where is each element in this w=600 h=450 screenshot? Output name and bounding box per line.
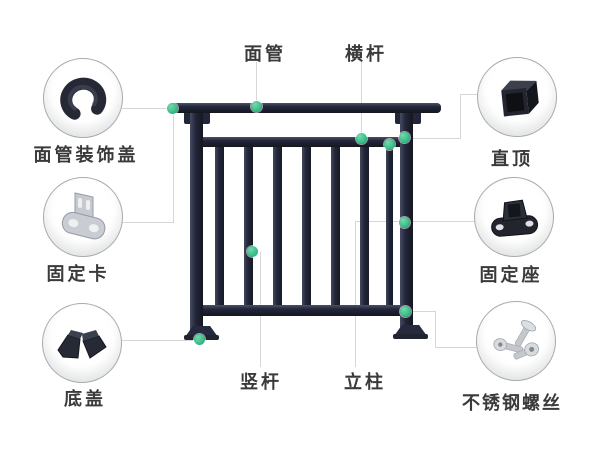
callout-label: 直顶 bbox=[491, 149, 533, 169]
cross-bar bbox=[199, 137, 407, 147]
top-rail bbox=[168, 103, 441, 113]
callout-line bbox=[408, 138, 460, 139]
connector-dot bbox=[400, 306, 411, 317]
callout-label: 固定卡 bbox=[46, 264, 110, 284]
left-post bbox=[190, 112, 203, 333]
connector-dot bbox=[384, 139, 395, 150]
callout-circle-rail-end-cap bbox=[43, 58, 123, 138]
callout-circle-fixing-seat bbox=[474, 177, 554, 257]
label-cross-bar: 横杆 bbox=[345, 44, 387, 64]
callout-circle-stainless-screws bbox=[476, 301, 556, 381]
callout-line bbox=[120, 222, 173, 223]
callout-line bbox=[409, 311, 436, 312]
vertical-bar-short bbox=[386, 147, 393, 308]
connector-dot bbox=[194, 334, 205, 345]
right-post-base bbox=[393, 334, 428, 339]
label-vertical-bar: 竖杆 bbox=[240, 372, 282, 392]
vertical-bar bbox=[215, 144, 224, 308]
callout-circle-bottom-cover bbox=[42, 303, 122, 383]
callout-label: 底盖 bbox=[64, 389, 106, 409]
connector-dot bbox=[399, 132, 410, 143]
label-post: 立柱 bbox=[344, 372, 386, 392]
label-top-rail: 面管 bbox=[244, 44, 286, 64]
callout-circle-fixing-clip bbox=[43, 177, 123, 257]
callout-line bbox=[435, 311, 436, 348]
callout-line bbox=[173, 110, 174, 223]
vertical-bar bbox=[244, 144, 253, 308]
vertical-bar bbox=[302, 144, 311, 308]
callout-label: 不锈钢螺丝 bbox=[462, 393, 562, 413]
vertical-bar bbox=[360, 144, 369, 308]
vertical-bar bbox=[331, 144, 340, 308]
callout-line bbox=[460, 94, 479, 95]
connector-dot bbox=[247, 246, 258, 257]
callout-line bbox=[460, 94, 461, 139]
rail-end-decorative-cap-icon bbox=[60, 77, 107, 120]
vertical-bar bbox=[273, 144, 282, 308]
connector-dot bbox=[251, 101, 262, 112]
callout-label: 面管装饰盖 bbox=[33, 145, 139, 165]
fixing-seat-icon bbox=[491, 199, 539, 237]
callout-line bbox=[355, 221, 476, 222]
callout-line bbox=[361, 60, 362, 135]
fixing-clip-icon bbox=[61, 192, 106, 240]
connector-dot bbox=[356, 133, 367, 144]
right-post-foot bbox=[394, 325, 427, 336]
callout-line bbox=[118, 340, 196, 341]
connector-dot bbox=[399, 217, 410, 228]
callout-line bbox=[122, 108, 168, 109]
callout-label: 固定座 bbox=[479, 265, 543, 285]
bottom-cover-icon bbox=[57, 330, 107, 359]
callout-circle-square-top-cap bbox=[477, 57, 557, 137]
square-top-cap-icon bbox=[501, 80, 539, 117]
left-post-foot bbox=[185, 326, 218, 337]
connector-dot bbox=[167, 103, 178, 114]
callout-line bbox=[355, 221, 356, 367]
callout-line bbox=[256, 62, 257, 104]
bottom-rail bbox=[199, 305, 407, 316]
callout-line bbox=[435, 347, 478, 348]
stainless-steel-screws-icon bbox=[493, 320, 539, 360]
